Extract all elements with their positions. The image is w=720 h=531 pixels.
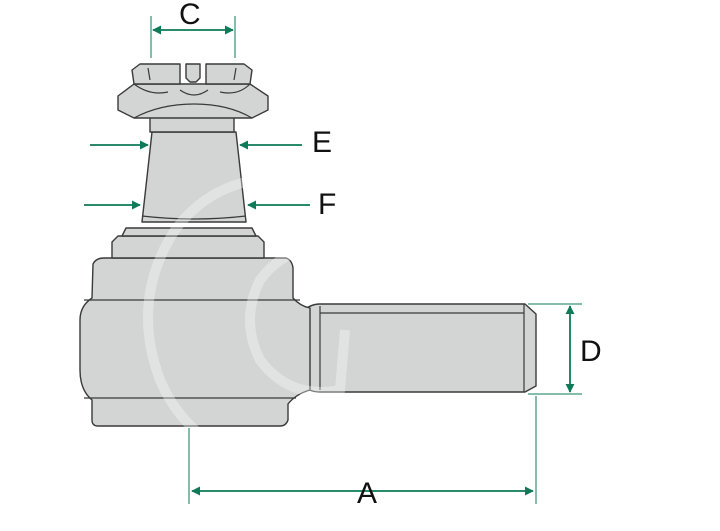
label-d: D	[580, 335, 602, 368]
label-e: E	[312, 126, 333, 159]
dimension-c	[150, 16, 236, 58]
label-c: C	[179, 0, 201, 31]
label-f: F	[318, 188, 337, 221]
watermark-logo	[143, 173, 350, 470]
dimension-d	[528, 303, 582, 395]
ball-joint-housing	[79, 227, 311, 427]
castle-nut	[117, 63, 269, 119]
label-a: A	[357, 477, 378, 510]
dimension-a	[188, 396, 537, 504]
